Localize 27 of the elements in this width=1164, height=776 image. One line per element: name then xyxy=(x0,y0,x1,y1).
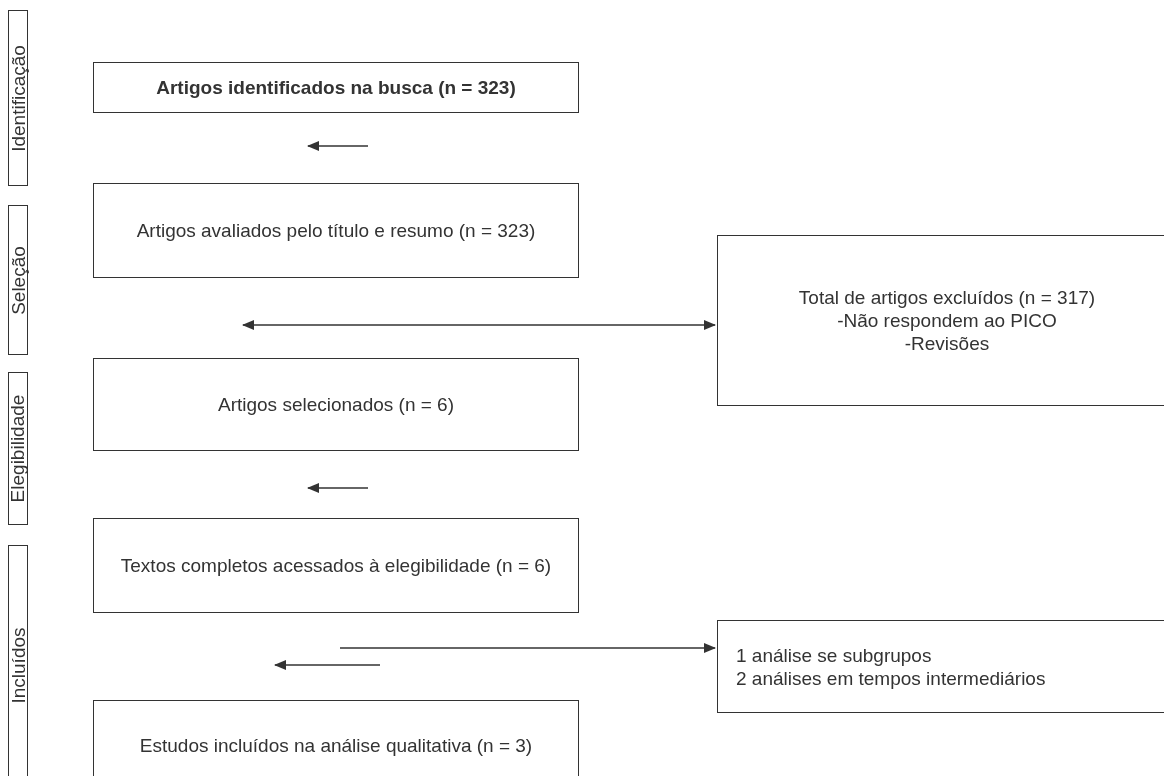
stage-band xyxy=(8,205,28,355)
stage-band xyxy=(8,10,28,186)
stage-band xyxy=(8,372,28,525)
box-text: -Revisões xyxy=(904,332,990,355)
process-box xyxy=(93,518,579,613)
box-text: Estudos incluídos na análise qualitativa (n = 3) xyxy=(139,733,533,757)
process-box xyxy=(93,358,579,451)
box-text: -Não respondem ao PICO xyxy=(837,309,1057,332)
process-box xyxy=(717,235,1164,406)
process-box xyxy=(93,700,579,776)
box-text: Total de artigos excluídos (n = 317) xyxy=(798,286,1096,309)
box-text: Artigos selecionados (n = 6) xyxy=(217,393,454,416)
process-box xyxy=(93,183,579,278)
box-text: 1 análise se subgrupos xyxy=(736,643,932,667)
stage-label: Identificação xyxy=(6,44,30,152)
arrow xyxy=(242,320,716,330)
stage-band xyxy=(8,545,28,776)
process-box xyxy=(93,62,579,113)
box-text: Artigos avaliados pelo título e resumo (n = 323) xyxy=(136,219,536,242)
stage-label: Incluídos xyxy=(6,627,30,703)
process-box xyxy=(717,620,1164,713)
stage-label: Seleção xyxy=(6,245,30,315)
stage-label: Elegibilidade xyxy=(6,394,30,503)
box-text: Artigos identificados na busca (n = 323) xyxy=(156,76,516,99)
box-text: Textos completos acessados à elegibilidade (n = 6) xyxy=(120,554,552,577)
arrow xyxy=(339,643,716,653)
box-text: 2 análises em tempos intermediários xyxy=(736,666,1046,690)
